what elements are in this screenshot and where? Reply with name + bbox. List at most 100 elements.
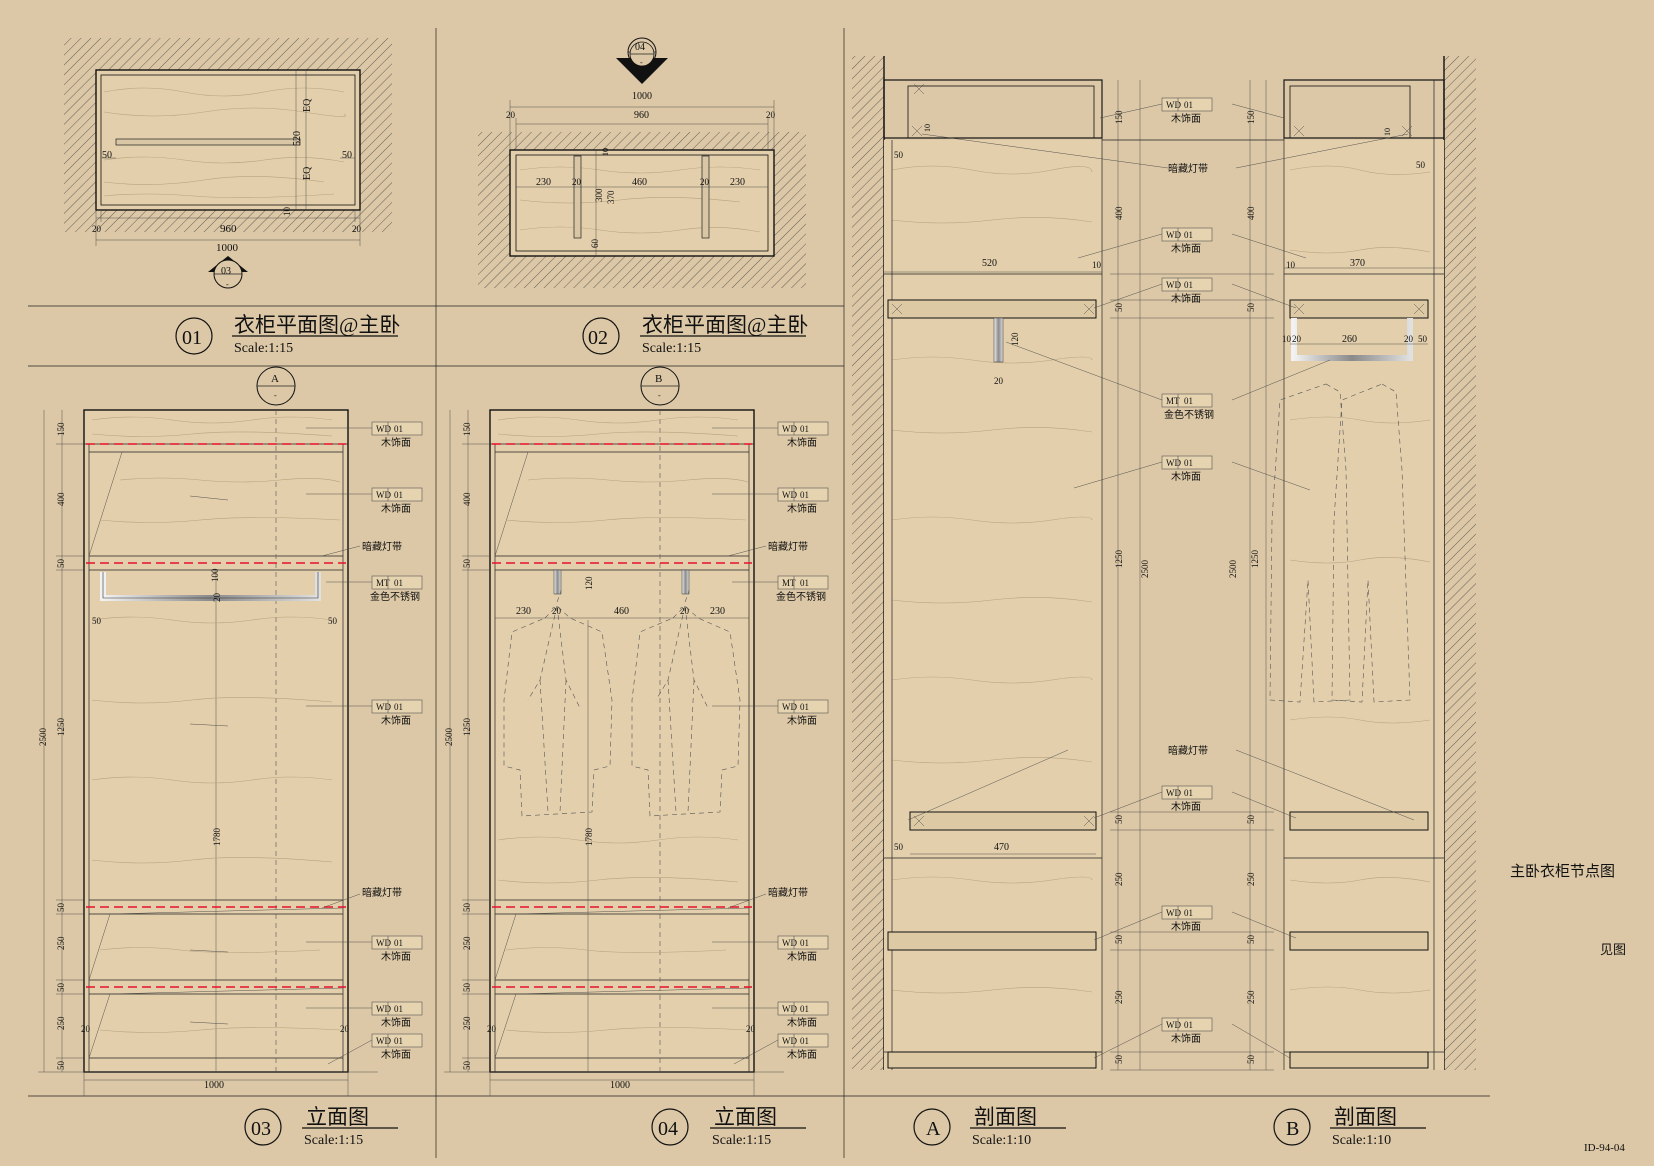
svg-text:木饰面: 木饰面 [381, 436, 411, 449]
svg-text:10: 10 [1383, 128, 1392, 136]
svg-text:WD: WD [1166, 1020, 1181, 1030]
svg-text:衣柜平面图@主卧: 衣柜平面图@主卧 [234, 313, 400, 337]
svg-text:木饰面: 木饰面 [1171, 1032, 1201, 1045]
coat-illustration [503, 589, 741, 817]
svg-text:50: 50 [56, 559, 66, 569]
svg-text:1780: 1780 [584, 828, 594, 847]
svg-text:230: 230 [730, 177, 745, 188]
svg-text:50: 50 [342, 150, 352, 161]
svg-text:立面图: 立面图 [714, 1105, 777, 1129]
svg-text:50: 50 [1114, 1055, 1124, 1065]
svg-text:WD: WD [782, 424, 797, 434]
svg-text:2500: 2500 [444, 728, 454, 747]
svg-text:01: 01 [394, 424, 403, 434]
svg-text:01: 01 [1184, 100, 1193, 110]
svg-text:150: 150 [462, 422, 472, 436]
led-label: 暗藏灯带 [362, 886, 402, 899]
svg-text:400: 400 [462, 492, 472, 506]
svg-text:-: - [640, 58, 643, 67]
svg-text:木饰面: 木饰面 [1171, 920, 1201, 933]
led-label: 暗藏灯带 [768, 886, 808, 899]
plan-01: 50 50 520 EQ EQ 10 960 20 20 1000 03 - [64, 38, 392, 289]
svg-text:01: 01 [800, 702, 809, 712]
svg-text:WD: WD [782, 938, 797, 948]
svg-text:20: 20 [746, 1024, 756, 1034]
see-note: 见图 [1600, 942, 1626, 957]
svg-text:01: 01 [394, 938, 403, 948]
svg-text:WD: WD [782, 490, 797, 500]
svg-text:50: 50 [92, 616, 102, 626]
svg-text:01: 01 [800, 424, 809, 434]
svg-text:20: 20 [506, 110, 516, 120]
led-label: 暗藏灯带 [1168, 162, 1208, 175]
view-title-B: B 剖面图 Scale:1:10 [1273, 1105, 1426, 1148]
svg-text:20: 20 [81, 1024, 91, 1034]
svg-text:MT: MT [1166, 396, 1180, 406]
svg-text:50: 50 [1246, 815, 1256, 825]
led-label: 暗藏灯带 [1168, 744, 1208, 757]
frame-lines [28, 28, 1490, 1158]
svg-text:400: 400 [1114, 206, 1124, 220]
svg-text:WD: WD [376, 1036, 391, 1046]
svg-text:EQ: EQ [302, 98, 313, 112]
section-marker-B-top: B - [640, 366, 680, 406]
svg-text:木饰面: 木饰面 [787, 1016, 817, 1029]
svg-text:50: 50 [1416, 160, 1426, 170]
svg-text:300: 300 [594, 188, 604, 202]
svg-text:WD: WD [1166, 100, 1181, 110]
svg-text:木饰面: 木饰面 [1171, 470, 1201, 483]
svg-text:470: 470 [994, 842, 1009, 853]
svg-text:WD: WD [1166, 908, 1181, 918]
svg-text:1250: 1250 [1250, 550, 1260, 569]
svg-text:250: 250 [1114, 872, 1124, 886]
svg-text:20: 20 [552, 606, 562, 616]
svg-text:01: 01 [394, 490, 403, 500]
svg-text:金色不锈钢: 金色不锈钢 [1164, 408, 1214, 421]
svg-text:50: 50 [462, 983, 472, 993]
svg-text:剖面图: 剖面图 [974, 1105, 1037, 1129]
svg-text:50: 50 [1114, 815, 1124, 825]
svg-text:50: 50 [462, 1061, 472, 1071]
section-marker-A-top: A - [256, 366, 296, 406]
svg-text:10: 10 [282, 207, 292, 217]
svg-text:50: 50 [462, 559, 472, 569]
svg-text:01: 01 [1184, 458, 1193, 468]
svg-text:100: 100 [210, 568, 220, 582]
svg-text:01: 01 [1184, 908, 1193, 918]
elevation-03: A - [38, 366, 423, 1096]
svg-text:-: - [658, 391, 661, 400]
svg-text:50: 50 [1114, 935, 1124, 945]
elevation-04: B - [444, 366, 829, 1096]
svg-text:03: 03 [221, 266, 231, 277]
svg-text:50: 50 [56, 983, 66, 993]
svg-text:50: 50 [462, 903, 472, 913]
svg-text:01: 01 [800, 1036, 809, 1046]
svg-text:250: 250 [56, 1016, 66, 1030]
view-title-A: A 剖面图 Scale:1:10 [913, 1105, 1066, 1148]
svg-text:50: 50 [56, 1061, 66, 1071]
led-label: 暗藏灯带 [768, 540, 808, 553]
svg-text:460: 460 [632, 177, 647, 188]
svg-text:A: A [926, 1118, 941, 1140]
svg-text:Scale:1:10: Scale:1:10 [972, 1133, 1031, 1148]
plan-02: 1000 960 20 20 230 20 460 20 230 300 370… [478, 37, 806, 288]
svg-text:50: 50 [894, 842, 904, 852]
svg-text:50: 50 [102, 150, 112, 161]
svg-text:Scale:1:10: Scale:1:10 [1332, 1133, 1391, 1148]
svg-text:WD: WD [1166, 280, 1181, 290]
view-title-03: 03 立面图 Scale:1:15 [244, 1105, 398, 1148]
svg-text:50: 50 [1246, 935, 1256, 945]
svg-text:01: 01 [394, 1004, 403, 1014]
svg-text:WD: WD [376, 424, 391, 434]
svg-text:150: 150 [1246, 110, 1256, 124]
